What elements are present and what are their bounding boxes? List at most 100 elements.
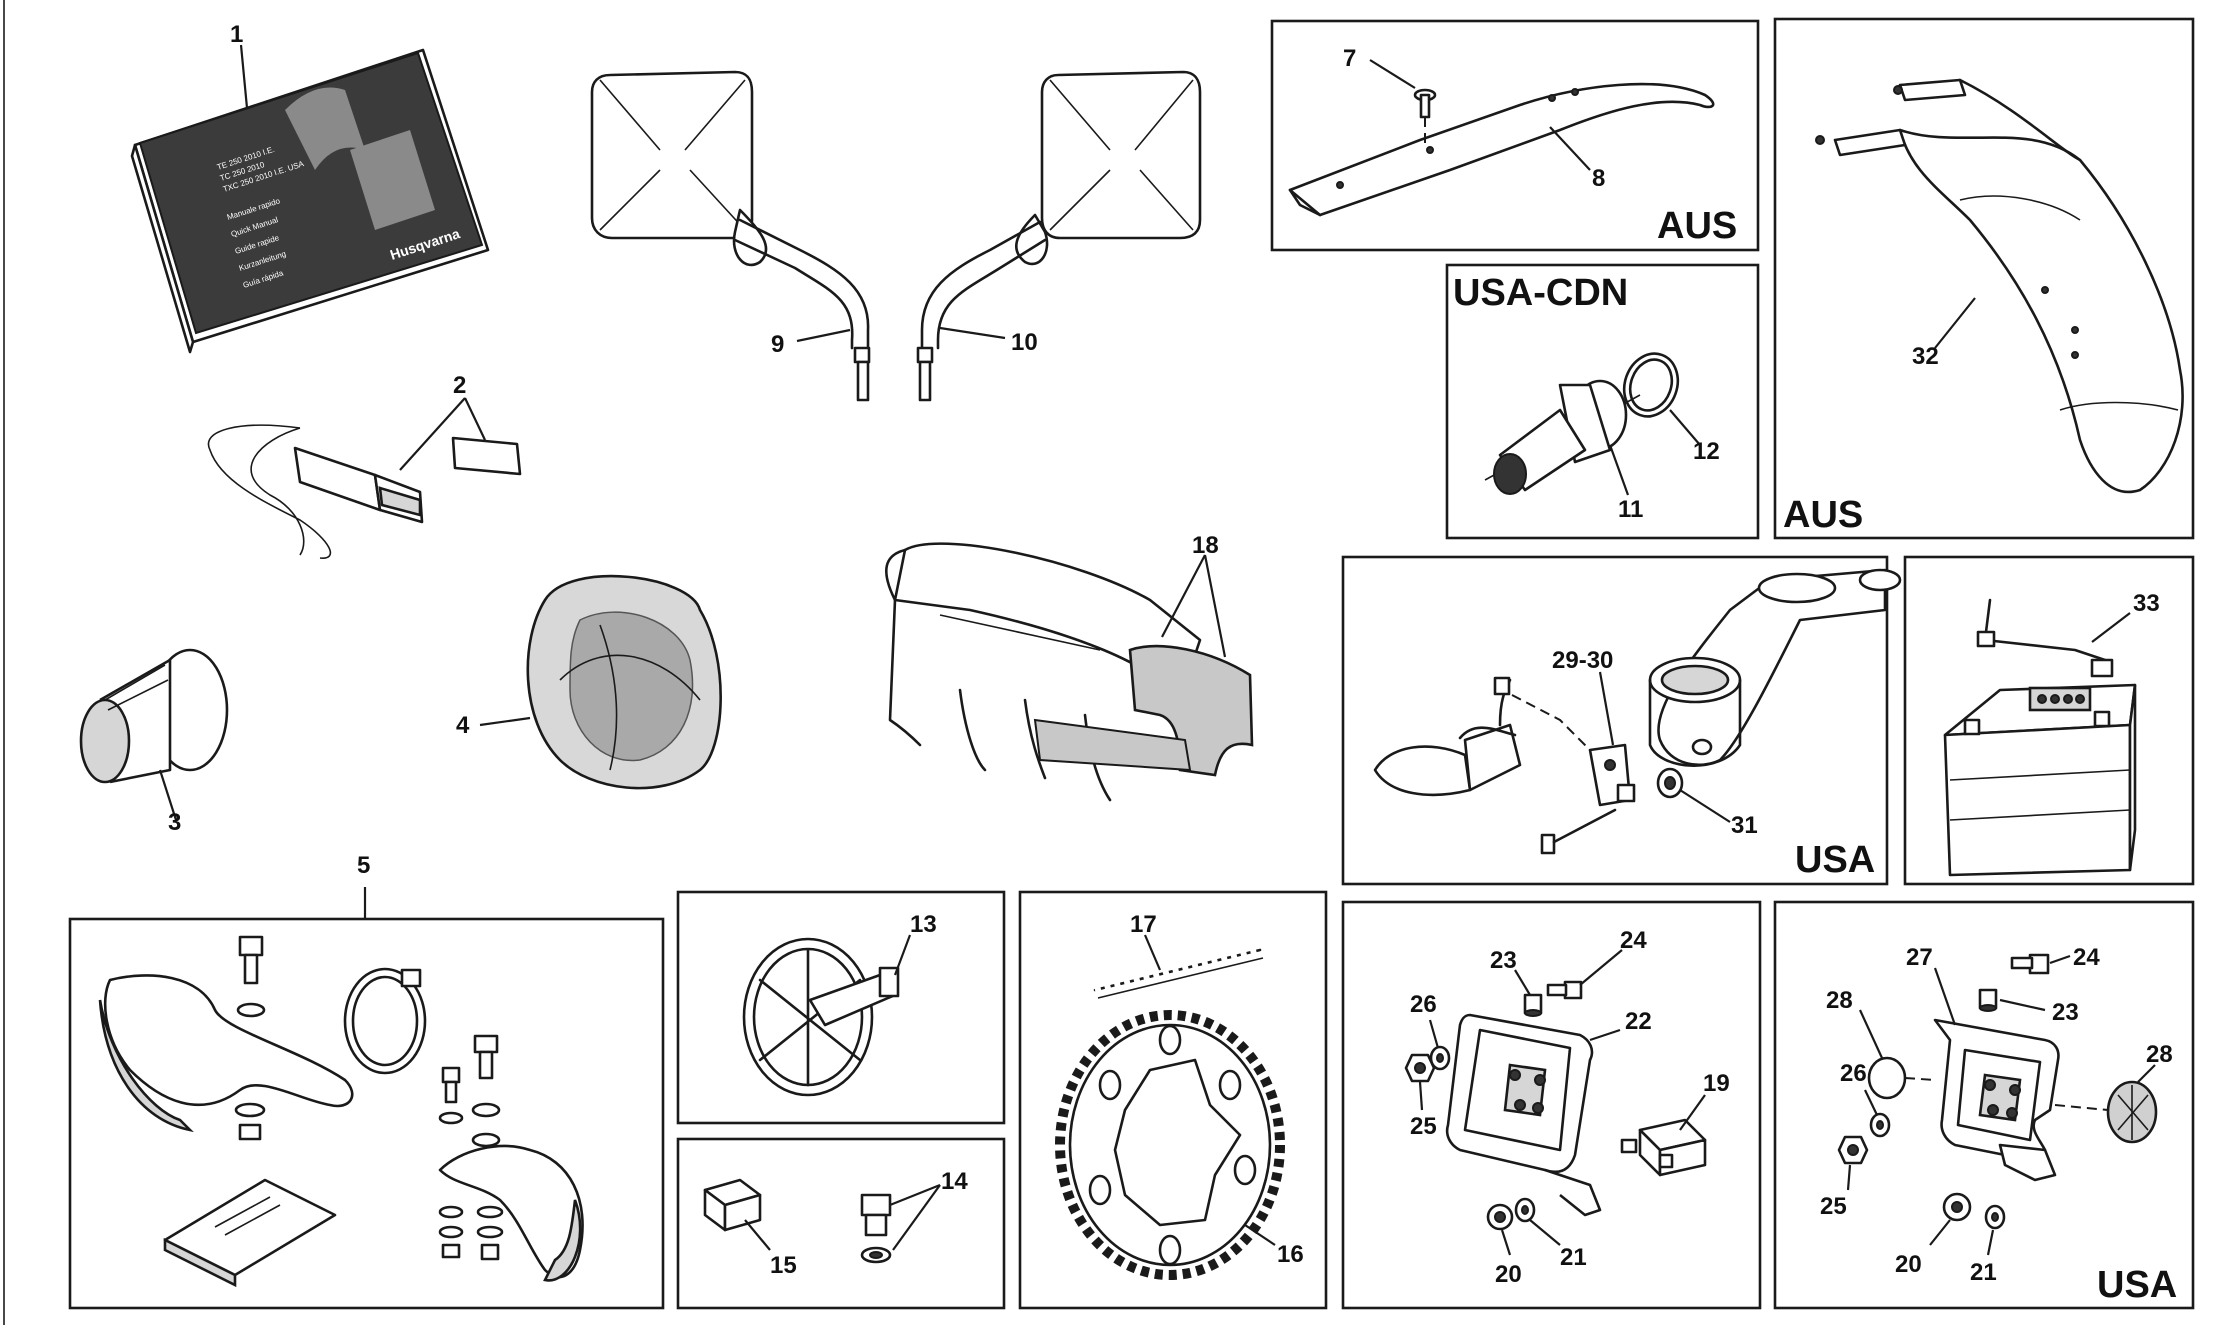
box-13	[676, 890, 1006, 1125]
label-8: 8	[1592, 165, 1605, 192]
label-23a: 23	[1490, 947, 1517, 974]
label-20b: 20	[1895, 1251, 1922, 1278]
box-usa-cdn	[1445, 263, 1760, 540]
box-aus-fender	[1773, 17, 2195, 540]
washer-21a	[1514, 1197, 1536, 1223]
bolt-29	[1540, 808, 1617, 855]
label-32: 32	[1912, 343, 1939, 370]
hand-guard-left	[98, 974, 354, 1133]
bolts-and-washers	[234, 935, 504, 1261]
nut-20b	[1942, 1192, 1972, 1222]
bolt-24b	[2010, 953, 2050, 975]
bracket-19	[1620, 1118, 1707, 1177]
label-15: 15	[770, 1252, 797, 1279]
reflector-28a	[1867, 1056, 1907, 1100]
bracket-29-30	[1588, 743, 1636, 807]
label-28b: 28	[2146, 1041, 2173, 1068]
seat-cover	[885, 542, 1254, 802]
label-24b: 24	[2073, 944, 2100, 971]
label-10: 10	[1011, 329, 1038, 356]
nut-25a	[1404, 1053, 1436, 1083]
rack-bracket	[1288, 82, 1715, 217]
label-26a: 26	[1410, 991, 1437, 1018]
box-aus-rack	[1270, 19, 1760, 252]
box-hand-guards	[68, 917, 665, 1310]
battery-33	[1943, 598, 2137, 877]
label-28a: 28	[1826, 987, 1853, 1014]
region-aus-fender: AUS	[1783, 494, 1863, 536]
screw-7	[1413, 88, 1437, 145]
tool-13	[742, 937, 900, 1097]
spacer-23b	[1978, 988, 1998, 1012]
label-2: 2	[453, 372, 466, 399]
hand-guard-right	[438, 1144, 584, 1282]
box-usa-plate	[1773, 900, 2195, 1310]
washer-21b	[1984, 1204, 2006, 1230]
label-24a: 24	[1620, 927, 1647, 954]
owner-manual: TE 250 2010 I.E. TC 250 2010 TXC 250 201…	[130, 48, 490, 354]
label-7: 7	[1343, 45, 1356, 72]
turn-signal	[1373, 676, 1522, 797]
label-1: 1	[230, 21, 243, 48]
label-20a: 20	[1495, 1261, 1522, 1288]
label-25a: 25	[1410, 1113, 1437, 1140]
label-17: 17	[1130, 911, 1157, 938]
washer-31	[1656, 767, 1684, 799]
mirror-left	[590, 70, 871, 402]
label-5: 5	[357, 852, 370, 879]
washer-26a	[1429, 1045, 1451, 1071]
adapter-cap	[79, 648, 229, 784]
washer-26b	[1869, 1112, 1891, 1138]
mirror-right	[916, 70, 1202, 402]
box-battery	[1903, 555, 2195, 886]
label-16: 16	[1277, 1241, 1304, 1268]
region-usa-light: USA	[1795, 839, 1875, 881]
label-11: 11	[1618, 496, 1643, 523]
region-usa-cdn: USA-CDN	[1453, 272, 1628, 314]
nut-25b	[1837, 1135, 1869, 1165]
label-27: 27	[1906, 944, 1933, 971]
spacer-23a	[1523, 993, 1543, 1017]
plate-holder-22	[1445, 1013, 1602, 1217]
label-13: 13	[910, 911, 937, 938]
sprocket-16	[1055, 1010, 1285, 1280]
label-19: 19	[1703, 1070, 1730, 1097]
bolt-24a	[1546, 980, 1583, 1000]
plug-14	[860, 1193, 892, 1264]
label-3: 3	[168, 809, 181, 836]
label-21a: 21	[1560, 1244, 1587, 1271]
clamp-ring	[343, 967, 427, 1075]
usb-stick	[207, 424, 522, 559]
region-usa-plate: USA	[2097, 1264, 2177, 1306]
switch-11	[1484, 379, 1641, 495]
label-22: 22	[1625, 1008, 1652, 1035]
box-plate-holder	[1341, 900, 1762, 1310]
ring-12	[1622, 352, 1680, 418]
label-26b: 26	[1840, 1060, 1867, 1087]
label-18: 18	[1192, 532, 1219, 559]
box-14-15	[676, 1137, 1006, 1310]
chain-17	[1093, 948, 1264, 999]
triple-clamp	[1648, 568, 1902, 767]
label-23b: 23	[2052, 999, 2079, 1026]
label-14: 14	[941, 1168, 968, 1195]
label-21b: 21	[1970, 1259, 1997, 1286]
connector-15	[703, 1178, 762, 1232]
label-9: 9	[771, 331, 784, 358]
sticker-sheet	[163, 1178, 337, 1288]
label-12: 12	[1693, 438, 1720, 465]
rear-fender-32	[1815, 78, 2184, 494]
filter-bag	[526, 574, 722, 790]
nut-20a	[1486, 1203, 1514, 1231]
label-29-30: 29-30	[1552, 647, 1613, 674]
region-aus-rack: AUS	[1657, 205, 1737, 247]
plate-holder-27	[1933, 1018, 2060, 1182]
box-usa-light	[1341, 555, 1889, 886]
label-25b: 25	[1820, 1193, 1847, 1220]
label-33: 33	[2133, 590, 2160, 617]
label-4: 4	[456, 712, 470, 739]
reflector-28b	[2106, 1080, 2158, 1144]
box-chain-sprocket	[1018, 890, 1328, 1310]
label-31: 31	[1731, 812, 1758, 839]
